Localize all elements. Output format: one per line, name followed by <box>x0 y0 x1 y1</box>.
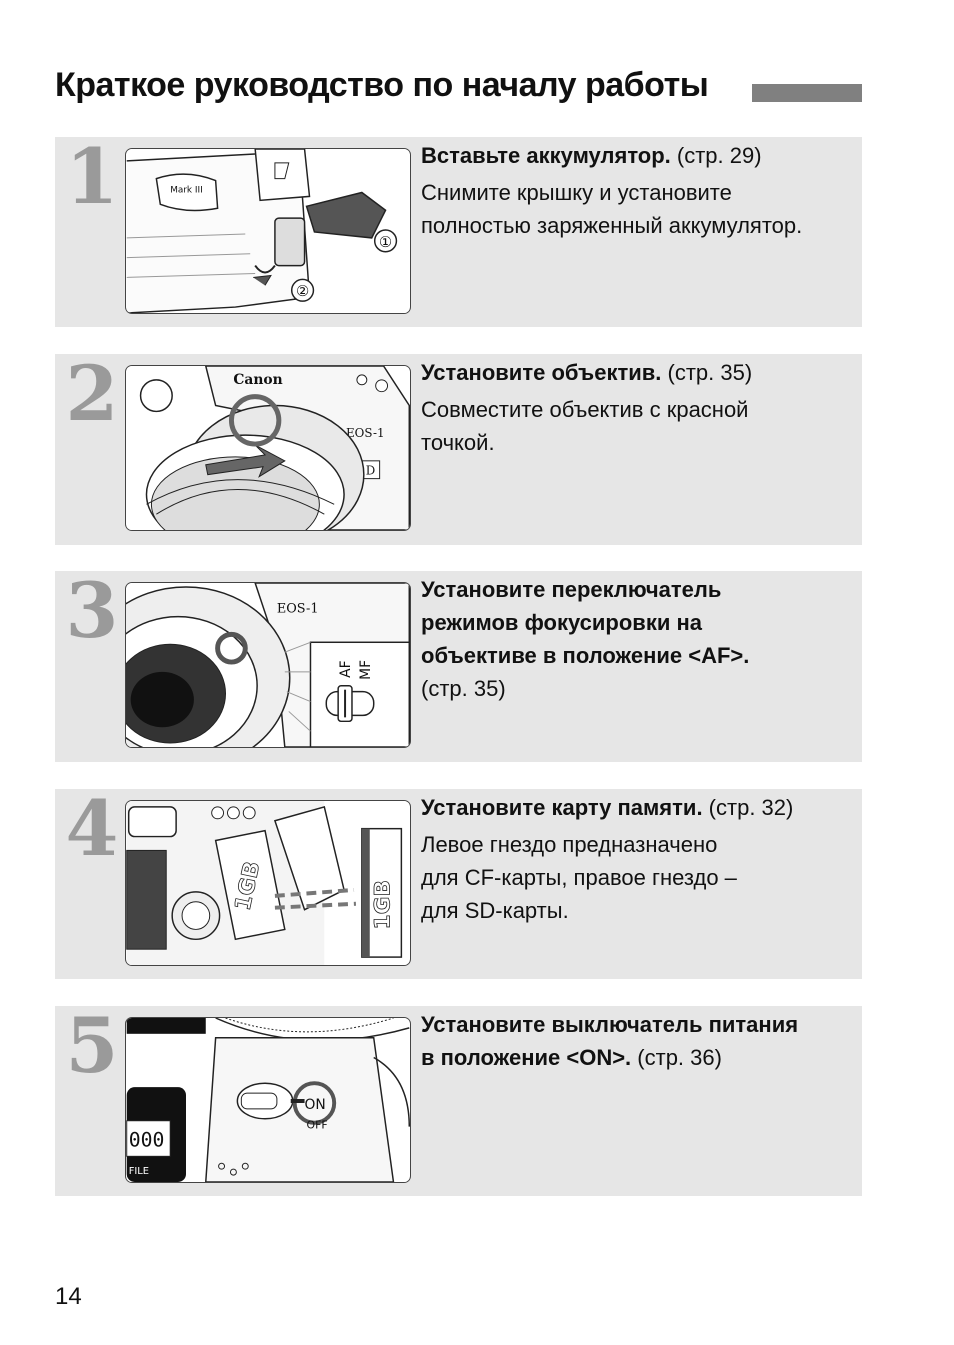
heading-line: режимов фокусировки на <box>421 610 702 635</box>
focus-switch-drawing: EOS-1 AF MF <box>126 583 410 747</box>
step-heading: Вставьте аккумулятор. <box>421 143 671 168</box>
step-3: 3 EOS-1 AF MF Установите переключатель р… <box>55 571 862 762</box>
heading-line: Установите переключатель <box>421 577 722 602</box>
mf-label: MF <box>358 660 374 680</box>
battery-drawing: Mark III ① ② <box>126 149 410 313</box>
step-heading: Установите объектив. <box>421 360 662 385</box>
step-text: Установите карту памяти. (стр. 32) Левое… <box>421 791 854 927</box>
step-text: Установите переключатель режимов фокусир… <box>421 573 854 705</box>
description-line: Совместите объектив с красной <box>421 397 749 422</box>
canon-logo: Canon <box>233 372 282 388</box>
battery-insert-illustration: Mark III ① ② <box>125 148 411 314</box>
lens-drawing: Canon EOS-1 D <box>126 366 410 530</box>
step-text: Вставьте аккумулятор. (стр. 29) Снимите … <box>421 139 854 242</box>
description-line: для CF-карты, правое гнездо – <box>421 865 737 890</box>
step-heading: Установите переключатель режимов фокусир… <box>421 577 749 668</box>
description-line: Снимите крышку и установите <box>421 180 732 205</box>
step-description: Совместите объектив с красной точкой. <box>421 393 854 459</box>
af-label: AF <box>338 660 354 677</box>
power-switch-illustration: 000 FILE ON OFF <box>125 1017 411 1183</box>
page-number: 14 <box>55 1283 82 1310</box>
description-line: полностью заряженный аккумулятор. <box>421 213 803 238</box>
step-description: Левое гнездо предназначено для CF-карты,… <box>421 828 854 927</box>
heading-line: Установите выключатель питания <box>421 1012 799 1037</box>
off-label: OFF <box>307 1119 328 1132</box>
heading-line: объективе в положение <AF>. <box>421 643 750 668</box>
step-1: 1 Mark III ① ② Вставьте аккумулятор. (ст… <box>55 137 862 327</box>
step-number: 4 <box>65 784 119 873</box>
cf-card-label-right: 1GB <box>371 880 396 930</box>
page-ref: (стр. 29) <box>670 143 762 168</box>
step-2: 2 Canon EOS-1 D Установите объектив. (ст… <box>55 354 862 545</box>
eos-1-logo: EOS-1 <box>277 602 319 617</box>
title-decoration-bar <box>752 84 862 102</box>
mark-iii-label: Mark III <box>170 185 203 195</box>
step-5: 5 000 FILE ON OFF Установите выключатель <box>55 1006 862 1196</box>
power-switch-drawing: 000 FILE ON OFF <box>126 1018 410 1182</box>
page-ref: (стр. 32) <box>702 795 794 820</box>
page-ref: (стр. 36) <box>637 1045 722 1070</box>
description-line: для SD-карты. <box>421 898 569 923</box>
d-badge: D <box>366 464 376 478</box>
memory-card-illustration: 1GB 1GB <box>125 800 411 966</box>
page-ref: (стр. 35) <box>661 360 753 385</box>
step-text: Установите выключатель питания в положен… <box>421 1008 854 1074</box>
step-number: 5 <box>65 1001 119 1090</box>
on-label: ON <box>305 1097 326 1113</box>
page-title: Краткое руководство по началу работы <box>55 66 709 104</box>
file-label: FILE <box>129 1166 149 1177</box>
description-line: точкой. <box>421 430 495 455</box>
description-line: Левое гнездо предназначено <box>421 832 718 857</box>
step-text: Установите объектив. (стр. 35) Совместит… <box>421 356 854 459</box>
callout-1: ① <box>379 234 392 251</box>
step-number: 2 <box>65 349 119 438</box>
memory-card-drawing: 1GB 1GB <box>126 801 410 965</box>
lens-mount-illustration: Canon EOS-1 D <box>125 365 411 531</box>
step-heading: Установите карту памяти. <box>421 795 703 820</box>
focus-mode-switch-illustration: EOS-1 AF MF <box>125 582 411 748</box>
eos-1-logo: EOS-1 <box>346 426 384 440</box>
step-number: 1 <box>65 132 119 221</box>
step-description: Снимите крышку и установите полностью за… <box>421 176 854 242</box>
page-ref: (стр. 35) <box>421 676 506 701</box>
step-number: 3 <box>65 566 119 655</box>
heading-line: в положение <ON>. <box>421 1045 632 1070</box>
callout-2: ② <box>296 283 309 300</box>
lcd-readout: 000 <box>129 1128 165 1151</box>
step-heading: Установите выключатель питания в положен… <box>421 1012 798 1070</box>
step-4: 4 1GB 1GB Установите карту памяти. (стр.… <box>55 789 862 979</box>
